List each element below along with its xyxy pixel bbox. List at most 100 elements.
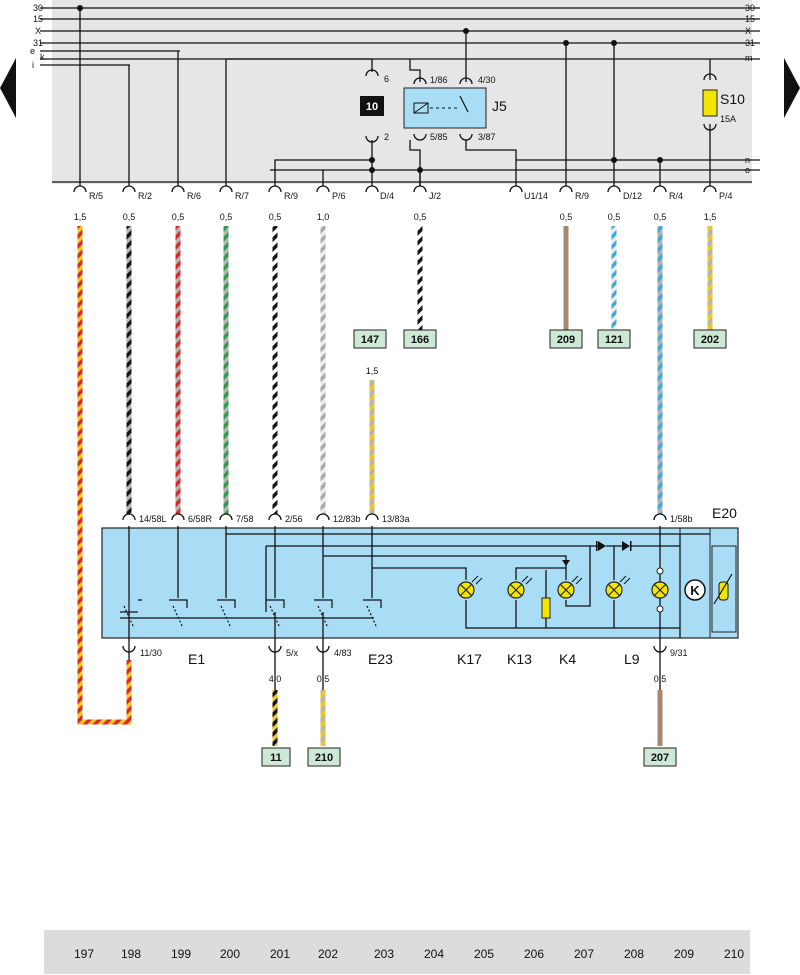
page-arrow-right-icon[interactable] (784, 58, 800, 118)
wire-black-yellow (272, 690, 278, 746)
wire-gauge: 1,5 (74, 212, 87, 222)
lamp-k13-icon (507, 581, 525, 599)
bus-label: o (745, 165, 750, 175)
relay-pin: 4/30 (478, 75, 496, 85)
wire-red-grey (175, 226, 181, 514)
connector-pin: P/6 (332, 191, 346, 201)
module-top-labels: 14/58L 6/58R 7/58 2/56 12/83b 13/83a 1/5… (139, 505, 737, 524)
connector-pin: J/2 (429, 191, 441, 201)
bus-label: X (745, 26, 751, 36)
relay-pin: 3/87 (478, 132, 496, 142)
ref-box-label: 166 (411, 334, 429, 346)
ruler-number: 203 (374, 947, 394, 961)
bus-label: n (745, 155, 750, 165)
diodes (562, 541, 632, 566)
connector-pin: P/4 (719, 191, 733, 201)
wire-gauge: 1,0 (317, 212, 330, 222)
relay-name: J5 (492, 98, 507, 114)
module-pin: 9/31 (670, 648, 688, 658)
wire-grey-white (320, 226, 326, 514)
module-pin: 6/58R (188, 514, 213, 524)
bus-label: 31 (33, 38, 43, 48)
wires (77, 226, 713, 746)
relay-pin: 1/86 (430, 75, 448, 85)
ruler-number: 197 (74, 947, 94, 961)
connector-pin: R/7 (235, 191, 249, 201)
wire-green-grey (223, 226, 229, 514)
module-pin: 14/58L (139, 514, 167, 524)
module-pin: 13/83a (382, 514, 410, 524)
wire-gauge: 0,5 (414, 212, 427, 222)
module-pin: 5/x (286, 648, 299, 658)
component-label: K4 (559, 651, 576, 667)
fuse-pin-bottom: 2 (384, 132, 389, 142)
connector-pin: R/6 (187, 191, 201, 201)
wire-gauge: 4,0 (269, 674, 282, 684)
top-connectors (73, 185, 717, 193)
bus-label: i (32, 60, 34, 70)
relay-pin: 5/85 (430, 132, 448, 142)
relay-j5: 1/86 4/30 5/85 3/87 J5 (403, 75, 507, 142)
switch-contacts (120, 598, 382, 629)
panel-junctions (77, 5, 663, 173)
fuse-s10-name: S10 (720, 91, 745, 107)
connector-pin: R/2 (138, 191, 152, 201)
fuse-number: 10 (366, 101, 378, 113)
connector-pin: R/9 (284, 191, 298, 201)
fuse-10: 6 10 2 (360, 69, 389, 143)
component-label: E23 (368, 651, 393, 667)
fuse-s10: S10 15A (702, 73, 745, 131)
lamp-cluster-icon (651, 567, 669, 613)
connector-pin: R/9 (575, 191, 589, 201)
module-pin: 4/83 (334, 648, 352, 658)
component-label: E1 (188, 651, 205, 667)
ruler-number: 210 (724, 947, 744, 961)
ruler-number: 198 (121, 947, 141, 961)
bus-label: X (35, 26, 41, 36)
bus-label: k (40, 52, 45, 62)
connector-pin: D/12 (623, 191, 642, 201)
svg-text:K: K (690, 583, 700, 598)
wire-gauge: 1,5 (704, 212, 717, 222)
ruler-number: 206 (524, 947, 544, 961)
bus-label: m (745, 53, 753, 63)
ref-box-label: 207 (651, 752, 669, 764)
top-connector-labels: R/5 R/2 R/6 R/7 R/9 P/6 D/4 J/2 U1/14 R/… (74, 191, 733, 222)
connector-pin: U1/14 (524, 191, 548, 201)
ref-box-label: 209 (557, 334, 575, 346)
wire-brown-207 (657, 690, 663, 746)
ref-box-label: 202 (701, 334, 719, 346)
wire-blue-white (611, 226, 617, 330)
bus-label: 30 (745, 3, 755, 13)
light-rays-icon (471, 575, 631, 585)
wire-yellow-grey-147 (369, 380, 375, 514)
wire-gauge: 1,5 (366, 366, 379, 376)
wire-gauge: 0,5 (172, 212, 185, 222)
ref-box-label: 11 (270, 752, 282, 764)
connector-pin: R/4 (669, 191, 683, 201)
wire-gauge: 0,5 (269, 212, 282, 222)
ruler-number: 202 (318, 947, 338, 961)
wire-gauge: 0,5 (654, 212, 667, 222)
ruler-number: 205 (474, 947, 494, 961)
wire-gauge: 0,5 (560, 212, 573, 222)
page-arrow-left-icon[interactable] (0, 58, 16, 118)
bus-label: e (30, 46, 35, 56)
lamp-l9-icon (605, 581, 623, 599)
ruler-number: 200 (220, 947, 240, 961)
ruler-number: 208 (624, 947, 644, 961)
lamp-k17-icon (457, 581, 475, 599)
bus-label: 31 (745, 38, 755, 48)
module-pin: 1/58b (670, 514, 693, 524)
bus-label: 30 (33, 3, 43, 13)
wire-black-white-166 (417, 226, 423, 330)
resistor-icon (541, 597, 551, 619)
connector-pin: D/4 (380, 191, 394, 201)
ref-box-label: 121 (605, 334, 623, 346)
wire-black-white (272, 226, 278, 514)
wire-gauge: 0,5 (317, 674, 330, 684)
fuse-pin-top: 6 (384, 74, 389, 84)
component-label: L9 (624, 651, 640, 667)
wire-gauge: 0,5 (220, 212, 233, 222)
